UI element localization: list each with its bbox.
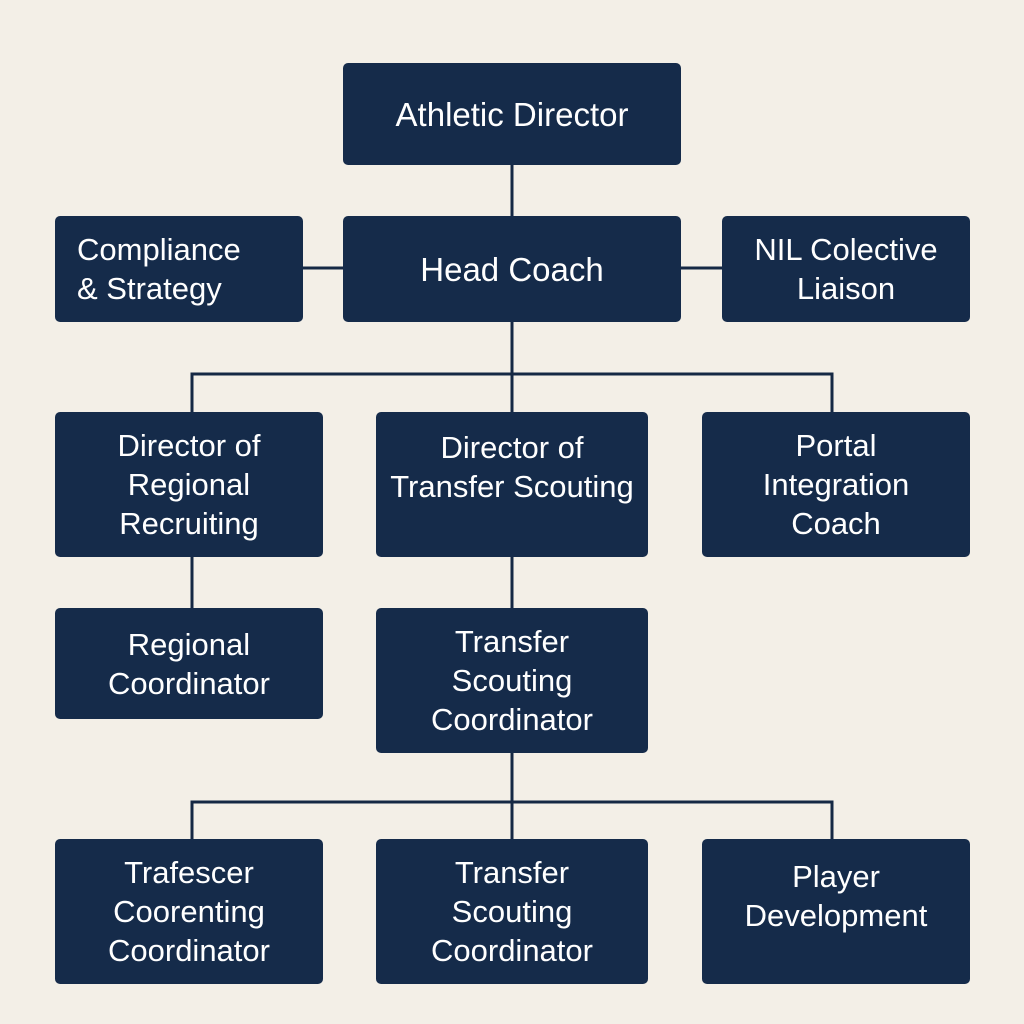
node-transfer-scouting-coordinator: Transfer Scouting Coordinator	[376, 608, 648, 753]
node-director-transfer-scouting: Director of Transfer Scouting	[376, 412, 648, 557]
node-director-regional-recruiting: Director of Regional Recruiting	[55, 412, 323, 557]
node-nil-collective-liaison: NIL Colective Liaison	[722, 216, 970, 322]
node-transfer-scouting-coordinator-2: Transfer Scouting Coordinator	[376, 839, 648, 984]
node-portal-integration-coach: Portal Integration Coach	[702, 412, 970, 557]
node-head-coach: Head Coach	[343, 216, 681, 322]
node-trafescer-coorenting-coordinator: Trafescer Coorenting Coordinator	[55, 839, 323, 984]
node-regional-coordinator: Regional Coordinator	[55, 608, 323, 719]
node-compliance-strategy: Compliance & Strategy	[55, 216, 303, 322]
node-athletic-director: Athletic Director	[343, 63, 681, 165]
node-player-development: Player Development	[702, 839, 970, 984]
